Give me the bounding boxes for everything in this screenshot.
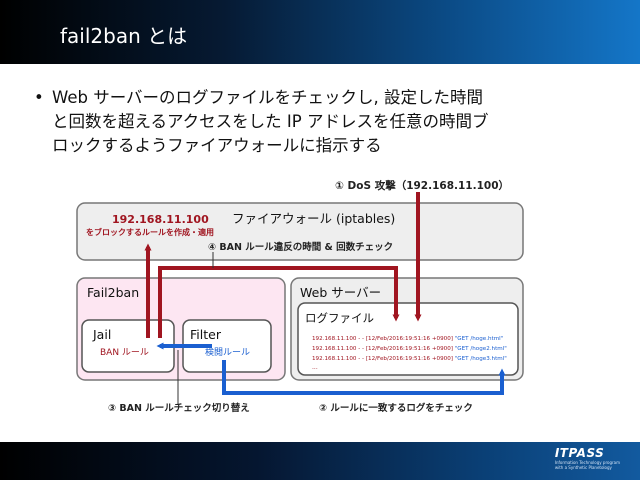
log-entry-prefix: 192.168.11.100 - - [12/Feb/2016:19:51:16… [312,346,455,352]
jail-title: Jail [92,327,111,342]
switch-label: ③ BAN ルールチェック切り替え [108,402,250,414]
fail2ban-title: Fail2ban [87,285,139,300]
logo-text: ITPASS [554,446,605,460]
jail-rule: BAN ルール [100,348,149,358]
log-ellipsis: ... [312,364,318,371]
slide-header: fail2ban とは [0,0,640,64]
bullet-text: • Web サーバーのログファイルをチェックし, 設定した時間 と回数を超えるア… [34,86,592,158]
filter-to-log-arrow [222,360,506,395]
bullet-line-1: Web サーバーのログファイルをチェックし, 設定した時間 [52,88,484,107]
blocked-ip: 192.168.11.100 [112,213,209,226]
dos-attack-label: ① DoS 攻撃（192.168.11.100） [335,179,509,192]
filter-rule: 検閲ルール [205,346,250,358]
itpass-logo: ITPASS Information Technology program wi… [555,446,620,470]
logo-sub-line-2: with a Synthetic Planetology [554,465,612,470]
slide-footer: ITPASS Information Technology program wi… [0,442,640,480]
ban-check-arrow [158,266,400,338]
match-log-label: ② ルールに一致するログをチェック [319,402,473,414]
log-entry: 192.168.11.100 - - [12/Feb/2016:19:51:16… [312,346,507,352]
log-entry-request: "GET /hoge2.html" [455,346,508,352]
log-entry: 192.168.11.100 - - [12/Feb/2016:19:51:16… [312,336,504,342]
log-entry-request: "GET /hoge3.html" [455,356,508,362]
firewall-box [76,202,524,261]
slide-title: fail2ban とは [60,24,188,48]
block-rule-caption: をブロックするルールを作成・適用 [86,227,214,237]
log-entry: 192.168.11.100 - - [12/Feb/2016:19:51:16… [312,356,507,362]
bullet-dot: • [34,88,44,107]
filter-title: Filter [190,327,222,342]
log-entry-prefix: 192.168.11.100 - - [12/Feb/2016:19:51:16… [312,356,455,362]
log-entry-request: "GET /hoge.html" [455,336,504,342]
logfile-box [297,302,519,376]
firewall-title: ファイアウォール (iptables) [232,211,395,226]
ban-check-label: ④ BAN ルール違反の時間 & 回数チェック [208,241,393,253]
bullet-line-3: ロックするようファイアウォールに指示する [52,136,382,155]
logfile-title: ログファイル [305,311,374,325]
bullet-line-2: と回数を超えるアクセスをした IP アドレスを任意の時間ブ [52,112,489,131]
logo-sub-line-1: Information Technology program [554,460,620,465]
webserver-title: Web サーバー [300,285,381,300]
log-entry-prefix: 192.168.11.100 - - [12/Feb/2016:19:51:16… [312,336,455,342]
